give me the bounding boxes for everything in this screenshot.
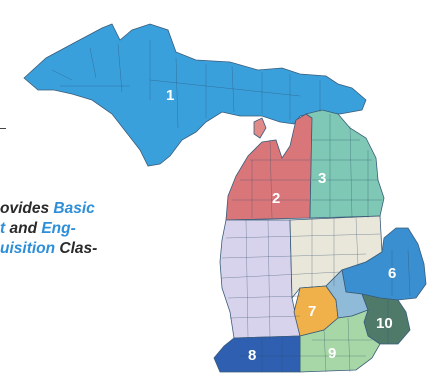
link-fragment[interactable]: t: [0, 220, 6, 237]
pointer-tick: [0, 128, 6, 129]
region-3: [305, 109, 385, 219]
region-label-2: 2: [272, 190, 280, 207]
link-basic[interactable]: Basic: [53, 200, 95, 217]
link-acquisition[interactable]: uisition: [0, 240, 56, 257]
caption-text: Clas-: [55, 240, 98, 257]
county-lines: [51, 40, 411, 373]
caption-line-2: t and Eng-: [0, 219, 190, 239]
caption-line-1: ovides Basic: [0, 199, 190, 219]
caption-text: ovides: [0, 200, 54, 217]
island: [253, 117, 267, 139]
caption-line-3: uisition Clas-: [0, 239, 190, 259]
region-8: [213, 335, 301, 373]
caption-text: and: [5, 220, 42, 237]
region-label-3: 3: [318, 170, 326, 187]
region-label-10: 10: [376, 315, 393, 332]
region-label-1: 1: [166, 87, 174, 104]
region-2: [225, 113, 313, 221]
region-9: [299, 309, 381, 373]
caption-fragment: ovides Basic t and Eng- uisition Clas-: [0, 199, 190, 259]
region-label-9: 9: [328, 345, 336, 362]
link-english[interactable]: Eng-: [41, 220, 76, 237]
region-label-7: 7: [308, 303, 316, 320]
region-label-8: 8: [248, 347, 256, 364]
region-label-6: 6: [388, 265, 396, 282]
